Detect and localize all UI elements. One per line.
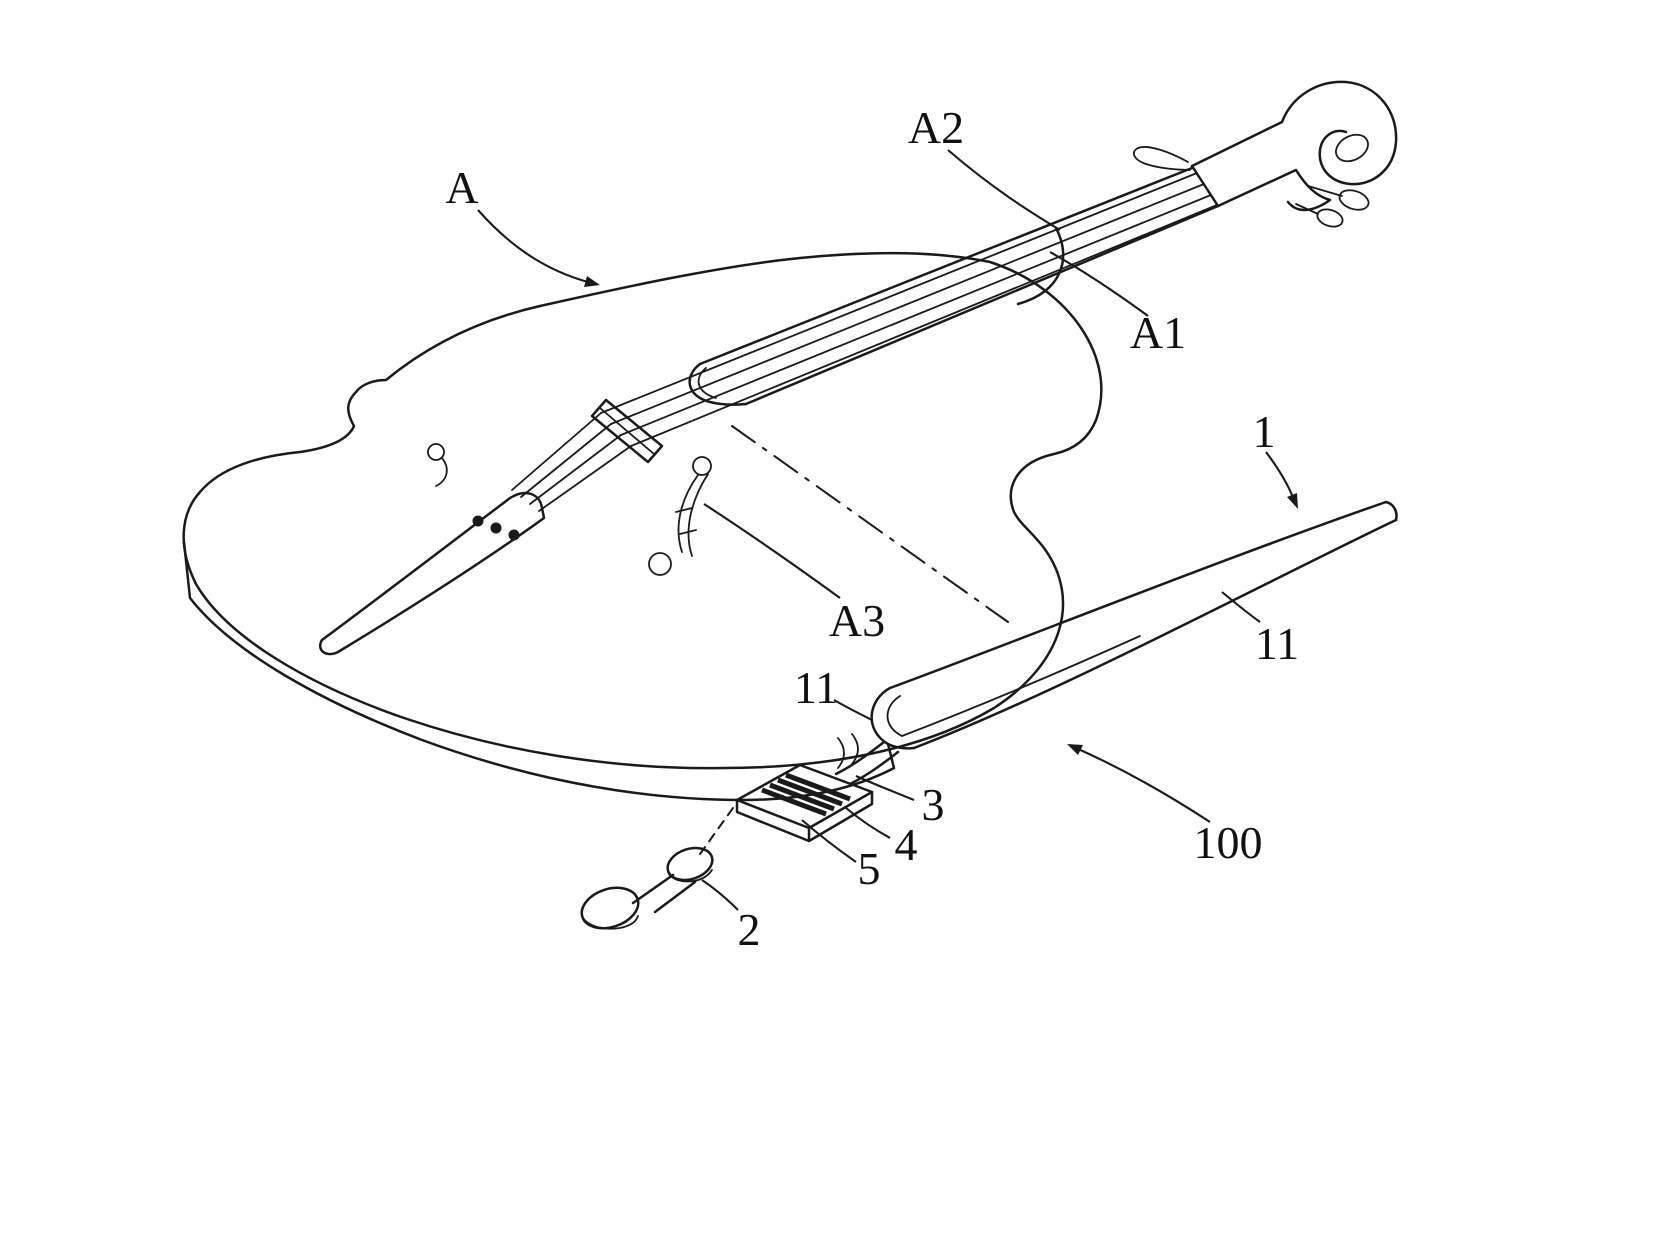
fingerboard — [688, 166, 1220, 406]
pegbox-lower-edge — [1216, 168, 1332, 212]
leader-lines — [477, 149, 1298, 911]
scroll-eye — [1335, 133, 1369, 163]
leader-3 — [855, 775, 915, 801]
end-knob — [580, 846, 714, 930]
label-5: 5 — [858, 843, 881, 894]
label-11-left: 11 — [794, 662, 838, 713]
leader-100-arrowhead — [1067, 744, 1083, 755]
leader-11-left — [833, 699, 873, 721]
fine-tuner-dot — [490, 522, 502, 534]
tuning-peg-left — [1132, 146, 1191, 171]
leader-4 — [845, 807, 891, 839]
section-line — [731, 425, 1009, 623]
label-a: A — [445, 162, 478, 213]
leader-1 — [1265, 451, 1295, 501]
nut — [1190, 164, 1220, 208]
strings — [511, 172, 1218, 512]
label-2: 2 — [738, 904, 761, 955]
sensor-plate — [735, 763, 874, 843]
leader-1-arrowhead — [1287, 493, 1298, 509]
plate-electrodes — [761, 772, 851, 817]
bridge — [590, 398, 664, 464]
f-hole-left — [427, 443, 448, 487]
leader-a1 — [1049, 251, 1149, 317]
reference-labels: A A2 A1 A3 1 11 11 3 4 5 2 100 — [445, 102, 1299, 955]
fine-tuner-dot — [508, 529, 520, 541]
leader-100 — [1075, 747, 1211, 823]
scroll — [1190, 80, 1398, 186]
label-3: 3 — [922, 779, 945, 830]
leader-5 — [801, 819, 857, 863]
body-outline — [182, 251, 1103, 770]
neck-heel — [1016, 226, 1065, 306]
label-11-right: 11 — [1255, 618, 1299, 669]
connector-strip — [834, 733, 900, 786]
leader-a3 — [703, 503, 841, 599]
f-hole-right — [648, 456, 712, 576]
leader-11-right — [1221, 591, 1261, 623]
plate-knob-dashed-line — [699, 807, 734, 855]
leader-a-arrowhead — [584, 276, 600, 287]
label-100: 100 — [1194, 817, 1263, 868]
tailpiece — [319, 491, 546, 656]
label-4: 4 — [895, 819, 918, 870]
label-1: 1 — [1253, 406, 1276, 457]
label-a2: A2 — [908, 102, 964, 153]
leader-a — [477, 209, 589, 284]
body-rib-edge — [182, 540, 896, 802]
accessory-assembly — [580, 500, 1398, 930]
leader-a2 — [947, 149, 1061, 231]
tuning-peg-right-1 — [1307, 185, 1370, 211]
violin-neck-scroll — [511, 80, 1398, 512]
leader-2 — [701, 879, 739, 911]
tuning-peg-right-2 — [1295, 203, 1344, 228]
label-a3: A3 — [829, 595, 885, 646]
label-a1: A1 — [1130, 307, 1186, 358]
fine-tuner-dot — [472, 515, 484, 527]
support-bar — [870, 500, 1398, 750]
